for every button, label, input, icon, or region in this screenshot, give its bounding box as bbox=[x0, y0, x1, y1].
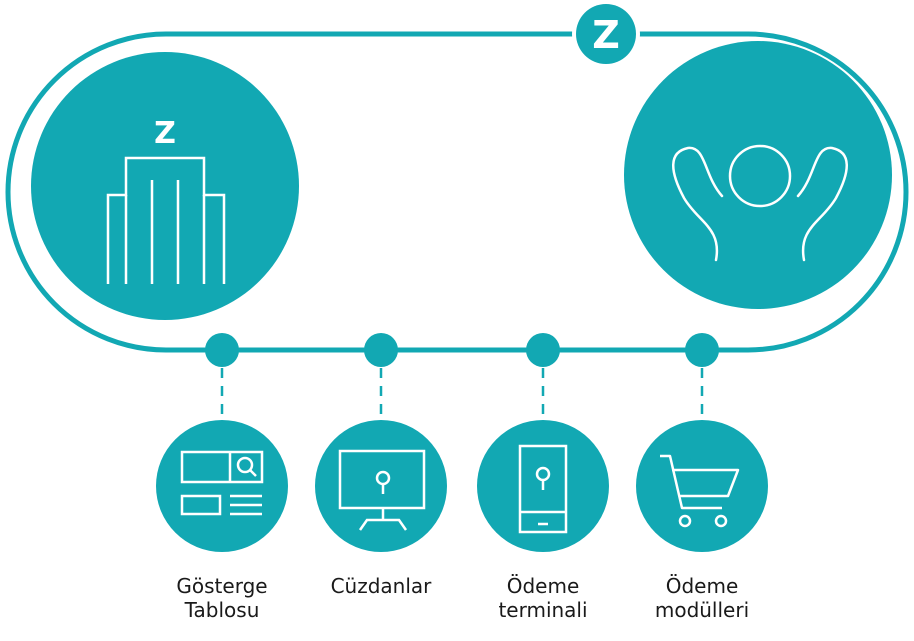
wallets-circle bbox=[315, 420, 447, 552]
label-wallets-line-1: Cüzdanlar bbox=[330, 574, 432, 598]
brand-badge-letter: Z bbox=[592, 13, 620, 57]
label-modules: Ödeme modülleri bbox=[627, 574, 777, 622]
label-terminal-line-1: Ödeme bbox=[506, 574, 580, 598]
person-cheering-icon bbox=[672, 144, 848, 262]
label-dashboard-line-2: Tablosu bbox=[184, 598, 260, 622]
connector-dot-modules bbox=[685, 333, 719, 367]
label-modules-line-1: Ödeme bbox=[665, 574, 739, 598]
mobile-terminal-icon bbox=[518, 444, 568, 534]
connector-dot-wallets bbox=[364, 333, 398, 367]
building-icon bbox=[106, 156, 226, 284]
brand-badge: Z bbox=[572, 0, 640, 68]
terminal-circle bbox=[477, 420, 609, 552]
modules-circle bbox=[636, 420, 768, 552]
dashed-connectors bbox=[220, 368, 704, 422]
dashboard-circle bbox=[156, 420, 288, 552]
business-logo-letter: Z bbox=[154, 116, 176, 151]
business-circle: Z bbox=[31, 52, 299, 320]
connector-ring bbox=[5, 31, 909, 353]
connector-dot-dashboard bbox=[205, 333, 239, 367]
customer-circle bbox=[624, 41, 892, 309]
label-dashboard-line-1: Gösterge bbox=[176, 574, 268, 598]
label-modules-line-2: modülleri bbox=[654, 598, 750, 622]
label-terminal: Ödeme terminali bbox=[468, 574, 618, 622]
label-wallets: Cüzdanlar bbox=[306, 574, 456, 598]
label-dashboard: Gösterge Tablosu bbox=[147, 574, 297, 622]
dashboard-icon bbox=[180, 450, 264, 516]
label-terminal-line-2: terminali bbox=[498, 598, 588, 622]
shopping-cart-icon bbox=[660, 454, 740, 528]
monitor-icon bbox=[338, 449, 426, 531]
connector-dot-terminal bbox=[526, 333, 560, 367]
